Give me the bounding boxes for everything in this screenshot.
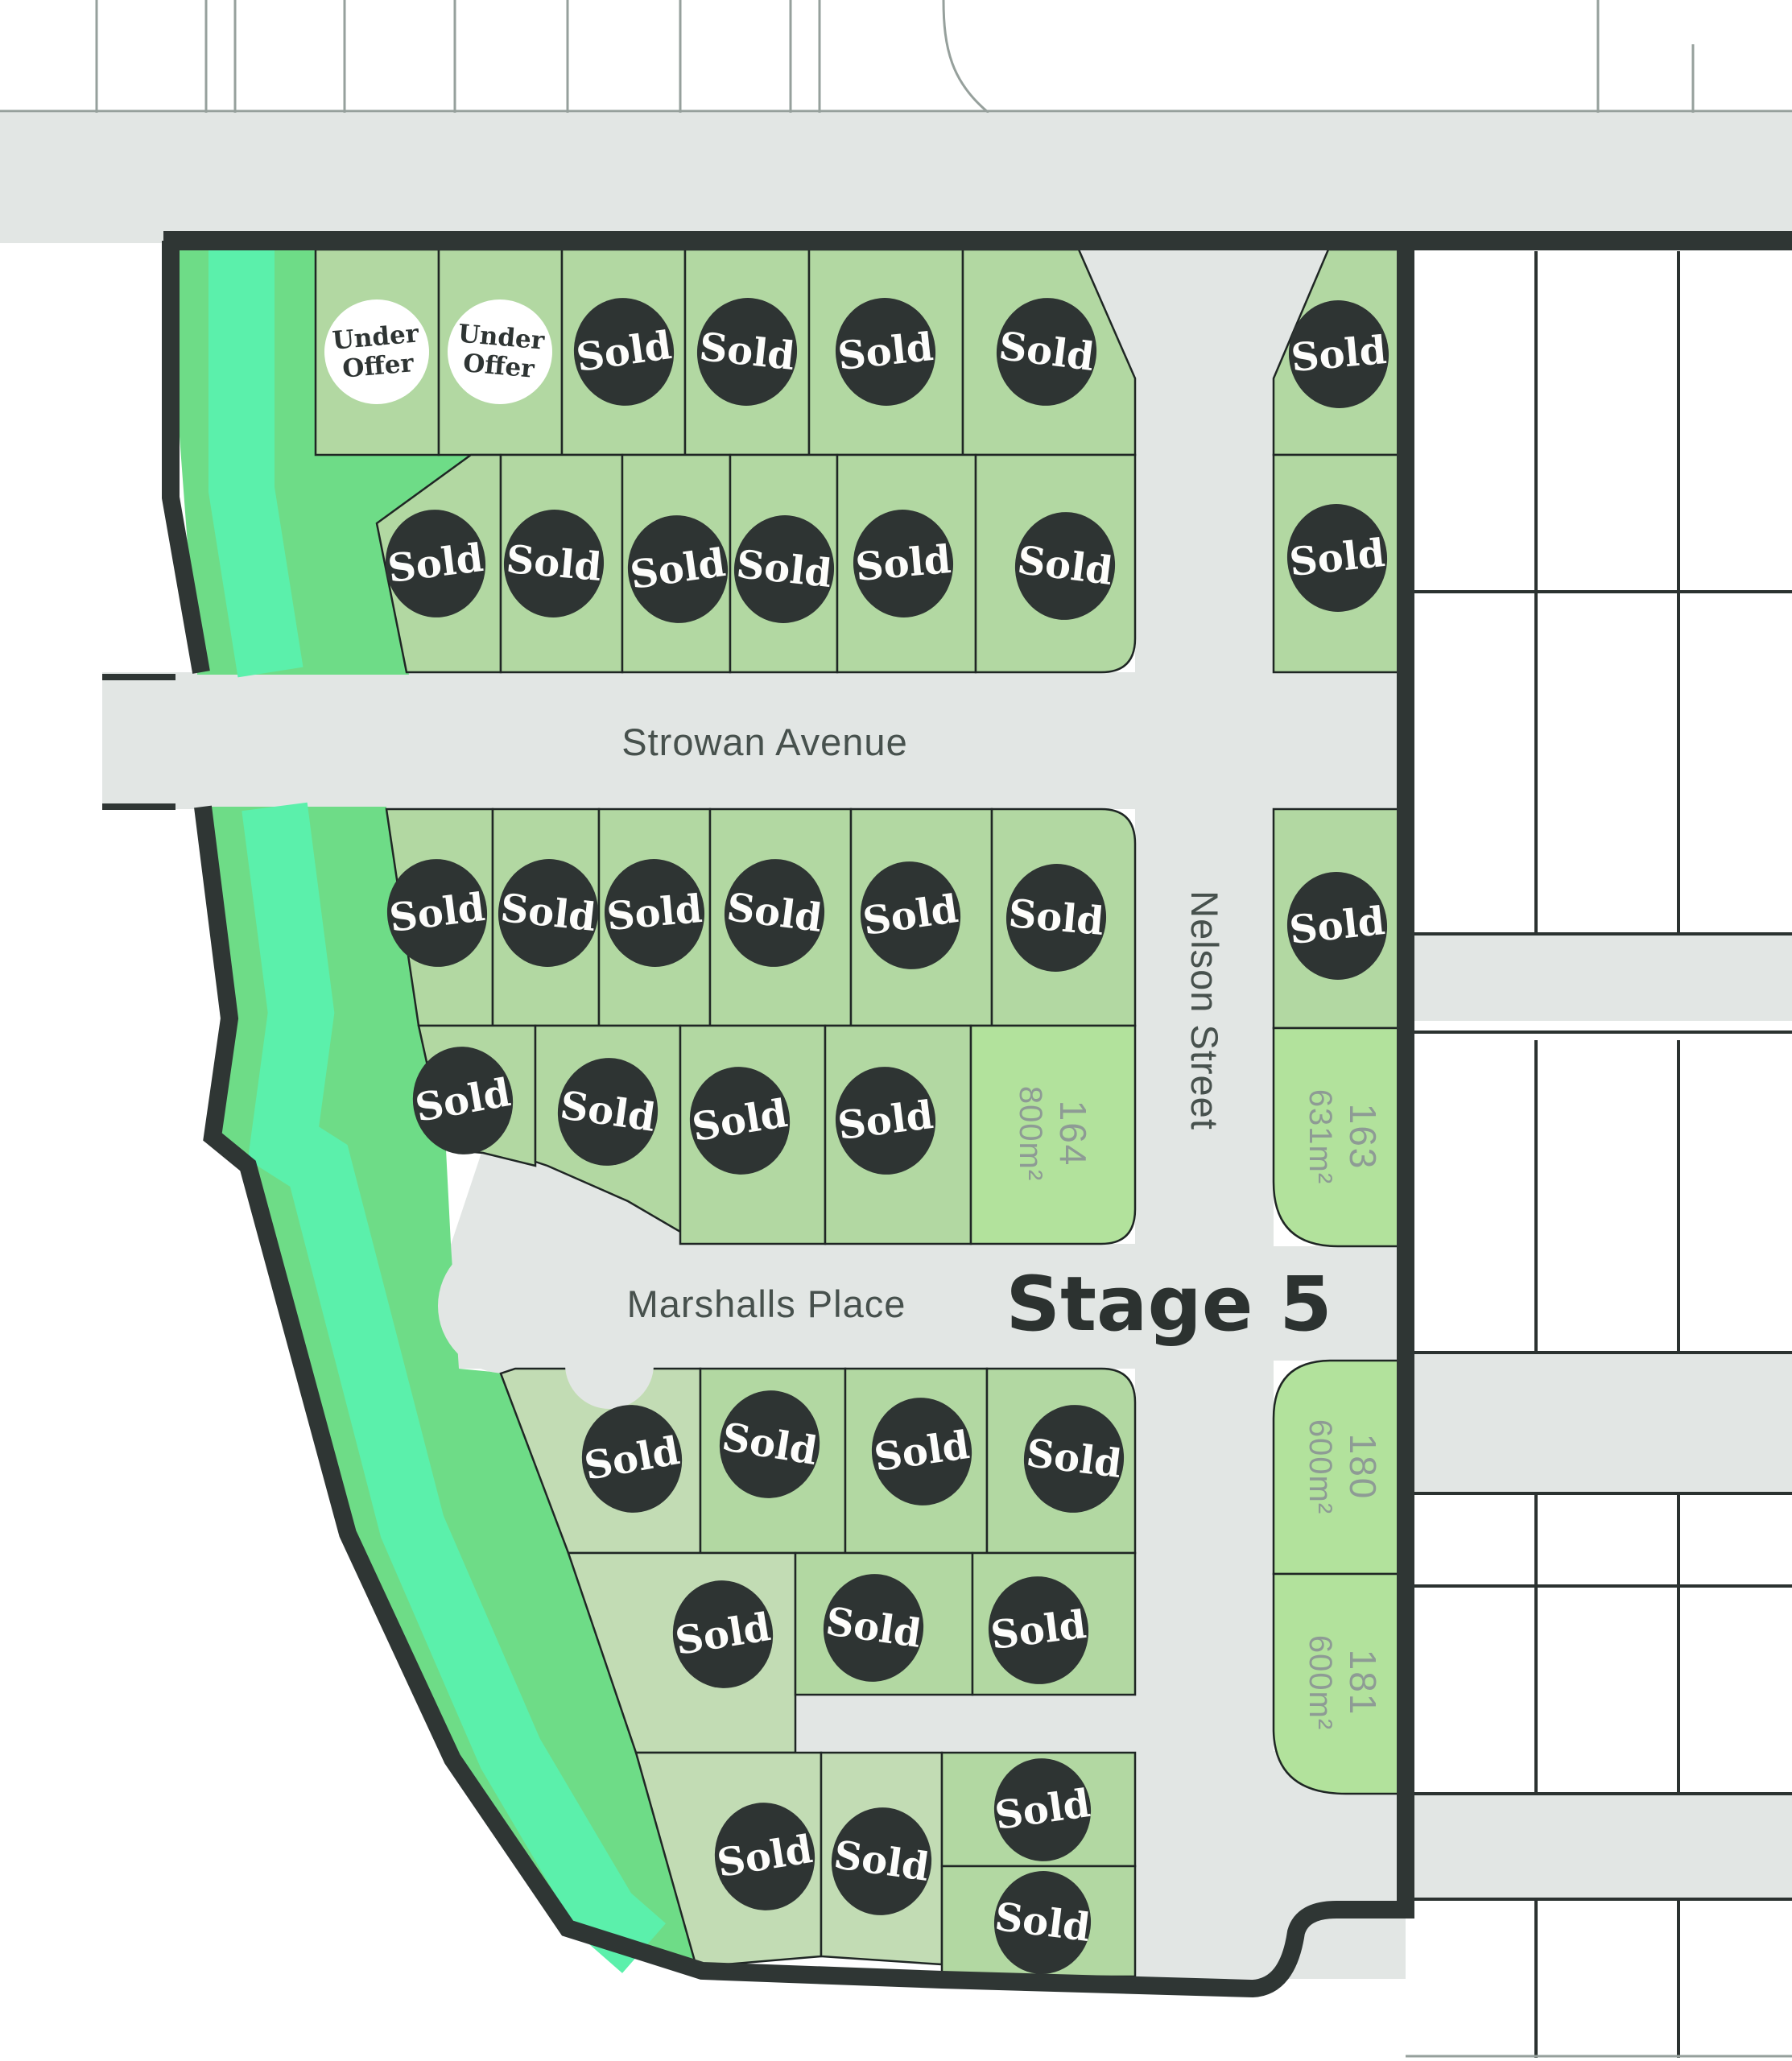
sold-badge[interactable]: Sold: [990, 292, 1102, 411]
svg-text:631m²: 631m²: [1303, 1089, 1338, 1184]
marshalls-bulb-notch: [565, 1320, 654, 1409]
svg-text:600m²: 600m²: [1303, 1419, 1338, 1514]
svg-text:Sold: Sold: [1287, 531, 1387, 585]
sold-badge[interactable]: Sold: [1282, 499, 1392, 617]
sold-badge[interactable]: Sold: [600, 855, 708, 971]
svg-text:181: 181: [1342, 1650, 1384, 1716]
svg-text:Sold: Sold: [734, 542, 834, 597]
lot-181[interactable]: [1272, 1572, 1406, 1795]
street-label-nelson: Nelson Street: [1183, 890, 1226, 1130]
stage-title: Stage 5: [1005, 1261, 1332, 1349]
svg-text:Sold: Sold: [1287, 898, 1387, 953]
sold-badge[interactable]: Sold: [865, 1391, 978, 1512]
sold-badge[interactable]: Sold: [381, 853, 493, 973]
right-road-1: [1406, 934, 1792, 1021]
svg-text:600m²: 600m²: [1303, 1635, 1338, 1730]
svg-text:Sold: Sold: [836, 324, 935, 379]
under-offer-badge[interactable]: Under Offer: [320, 295, 434, 409]
sold-badge[interactable]: Sold: [682, 1059, 797, 1182]
svg-text:Sold: Sold: [697, 324, 797, 379]
sold-badge[interactable]: Sold: [692, 293, 802, 411]
sold-badge[interactable]: Sold: [988, 1752, 1098, 1867]
svg-text:Sold: Sold: [605, 886, 704, 940]
sold-badge[interactable]: Sold: [718, 853, 830, 973]
marshalls-west-end: [438, 1153, 773, 1373]
open-space-belt: [165, 242, 699, 1973]
svg-text:Sold: Sold: [1290, 328, 1389, 381]
lot-164[interactable]: [969, 1024, 1137, 1245]
sold-badge[interactable]: Sold: [849, 506, 957, 622]
south-east-road: [1406, 1794, 1792, 1899]
sold-badge[interactable]: Sold: [1284, 296, 1393, 412]
svg-text:Sold: Sold: [505, 537, 604, 590]
lot-163[interactable]: [1272, 1026, 1406, 1248]
sold-badge[interactable]: Sold: [665, 1573, 780, 1695]
svg-text:163: 163: [1342, 1104, 1384, 1171]
sold-badge[interactable]: Sold: [712, 1383, 827, 1505]
sold-badge[interactable]: Sold: [824, 1801, 938, 1922]
svg-text:Offer: Offer: [341, 349, 415, 384]
badges: Under Offer Under Offer Sold Sold Sold S…: [320, 291, 1393, 1980]
lot-163-label: 163 631m²: [1303, 1089, 1384, 1184]
svg-text:Sold: Sold: [1007, 891, 1106, 944]
sold-badge[interactable]: Sold: [551, 1051, 664, 1172]
sold-badge[interactable]: Sold: [567, 291, 680, 412]
sold-badge[interactable]: Sold: [404, 1039, 521, 1162]
right-road-2: [1406, 1353, 1792, 1493]
sold-badge[interactable]: Sold: [989, 1865, 1097, 1980]
stage-boundary: [102, 231, 1792, 1998]
strowan-west-stub: [102, 679, 175, 805]
svg-text:164: 164: [1052, 1101, 1094, 1167]
svg-text:Sold: Sold: [854, 537, 953, 590]
nelson-east-stub: [1274, 1246, 1406, 1361]
svg-text:Sold: Sold: [498, 886, 598, 940]
top-road: [0, 113, 1792, 243]
adjacent-stage-lot-lines-top: [0, 0, 1792, 114]
sold-badge[interactable]: Sold: [1018, 1399, 1129, 1518]
under-offer-badge[interactable]: Under Offer: [444, 295, 557, 409]
street-label-strowan: Strowan Avenue: [621, 721, 907, 763]
street-label-marshalls: Marshalls Place: [627, 1282, 906, 1325]
sold-badge[interactable]: Sold: [499, 506, 608, 622]
svg-text:800m²: 800m²: [1013, 1086, 1048, 1181]
sold-badge[interactable]: Sold: [707, 1795, 822, 1918]
lot-181-label: 181 600m²: [1303, 1635, 1384, 1730]
sold-badge[interactable]: Sold: [1001, 860, 1110, 976]
sold-badge[interactable]: Sold: [830, 293, 940, 411]
sold-badge[interactable]: Sold: [829, 1061, 941, 1180]
sold-badge[interactable]: Sold: [1282, 867, 1392, 985]
south-corridor: [795, 1695, 1135, 1753]
svg-text:180: 180: [1342, 1434, 1384, 1501]
sold-badge[interactable]: Sold: [816, 1567, 930, 1688]
sold-badge[interactable]: Sold: [379, 504, 491, 623]
sold-badge[interactable]: Sold: [493, 854, 603, 972]
lot-164-label: 164 800m²: [1013, 1086, 1094, 1181]
sold-badge[interactable]: Sold: [853, 855, 967, 976]
sold-badge[interactable]: Sold: [621, 509, 734, 630]
sold-badge[interactable]: Sold: [1009, 506, 1121, 626]
lot-180-label: 180 600m²: [1303, 1419, 1384, 1514]
sold-badge[interactable]: Sold: [982, 1571, 1094, 1690]
sold-badge[interactable]: Sold: [729, 510, 839, 628]
adjacent-stage-lot-lines-right: [1406, 251, 1792, 2058]
roads: [0, 113, 1792, 1979]
svg-text:Offer: Offer: [462, 349, 536, 384]
sold-badge[interactable]: Sold: [573, 1397, 690, 1520]
nelson-street-road: [1079, 248, 1328, 1979]
